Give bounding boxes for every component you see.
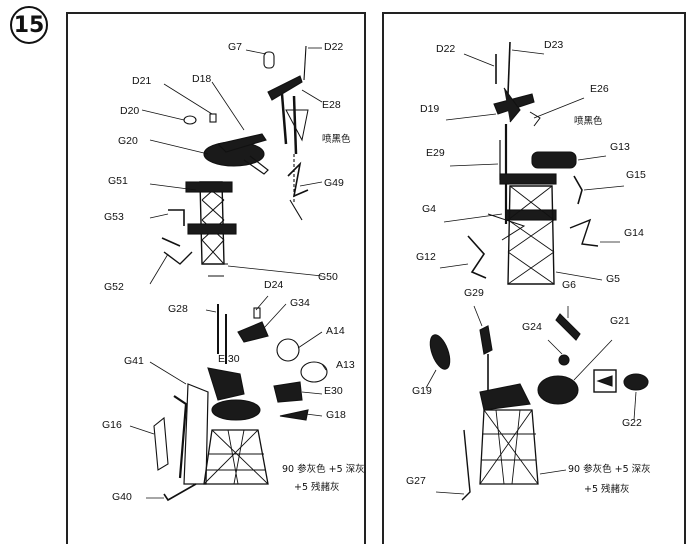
part-label-g34: G34 xyxy=(290,297,310,309)
step-number-badge: 15 xyxy=(10,6,48,44)
part-label-g14: G14 xyxy=(624,227,644,239)
part-label-a14: A14 xyxy=(326,325,345,337)
part-label-g51: G51 xyxy=(108,175,128,187)
right-lower-mast-assembly xyxy=(429,313,649,501)
left-assembly-drawing xyxy=(129,45,328,502)
part-label-g52: G52 xyxy=(104,281,124,293)
part-label-g7: G7 xyxy=(228,41,243,53)
part-label-g16: G16 xyxy=(102,419,122,431)
paint-note-mix-right-2: +5 残赭灰 xyxy=(584,484,630,495)
part-label-g18: G18 xyxy=(326,409,346,421)
part-label-d21: D21 xyxy=(132,75,152,87)
part-label-g50: G50 xyxy=(318,271,338,283)
part-label-g5: G5 xyxy=(606,273,621,285)
part-label-g40: G40 xyxy=(112,491,132,503)
part-label-g24: G24 xyxy=(522,321,542,333)
part-label-a13: A13 xyxy=(336,359,355,371)
right-leader-lines xyxy=(425,49,637,495)
paint-note-mix-right-1: 90 参灰色 +5 深灰 xyxy=(568,464,651,475)
instruction-panel-right: D22 D23 E26 D19 喷黑色 E29 G13 G15 G4 G14 G… xyxy=(382,12,686,544)
upper-mast-assembly xyxy=(183,45,309,221)
lower-mast-assembly xyxy=(153,304,328,502)
part-label-e26: E26 xyxy=(590,83,609,95)
part-label-e28: E28 xyxy=(322,99,341,111)
part-label-g53: G53 xyxy=(104,211,124,223)
part-label-g12: G12 xyxy=(416,251,436,263)
part-label-g19: G19 xyxy=(412,385,432,397)
part-label-g28: G28 xyxy=(168,303,188,315)
paint-note-mix-left-1: 90 参灰色 +5 深灰 xyxy=(282,464,365,475)
upper-lattice-tower xyxy=(161,181,237,277)
paint-note-black-left: 喷黑色 xyxy=(322,134,351,145)
part-label-d22-right: D22 xyxy=(436,43,456,55)
part-label-g21: G21 xyxy=(610,315,630,327)
part-label-g29: G29 xyxy=(464,287,484,299)
left-leader-lines xyxy=(129,47,327,499)
part-label-e30-upper: E 30 xyxy=(218,353,240,365)
part-label-g49: G49 xyxy=(324,177,344,189)
part-label-g41: G41 xyxy=(124,355,144,367)
part-label-d18: D18 xyxy=(192,73,212,85)
part-label-d19: D19 xyxy=(420,103,440,115)
part-label-d22: D22 xyxy=(324,41,344,53)
part-label-g22: G22 xyxy=(622,417,642,429)
instruction-panel-left: G7 D22 D21 D18 E28 D20 G20 喷黑色 G49 G51 G… xyxy=(66,12,366,544)
part-label-g20: G20 xyxy=(118,135,138,147)
part-label-d24: D24 xyxy=(264,279,284,291)
right-upper-mast-assembly xyxy=(467,41,599,285)
part-label-g27: G27 xyxy=(406,475,426,487)
right-assembly-drawing xyxy=(425,41,649,501)
step-number: 15 xyxy=(13,12,45,38)
part-label-g13: G13 xyxy=(610,141,630,153)
part-label-d23: D23 xyxy=(544,39,564,51)
part-label-e29: E29 xyxy=(426,147,445,159)
paint-note-mix-left-2: +5 残赭灰 xyxy=(294,482,340,493)
part-label-g15: G15 xyxy=(626,169,646,181)
part-label-g6: G6 xyxy=(562,279,577,291)
part-label-e30-lower: E30 xyxy=(324,385,343,397)
part-label-g4: G4 xyxy=(422,203,437,215)
part-label-d20: D20 xyxy=(120,105,140,117)
paint-note-black-right: 喷黑色 xyxy=(574,116,603,127)
